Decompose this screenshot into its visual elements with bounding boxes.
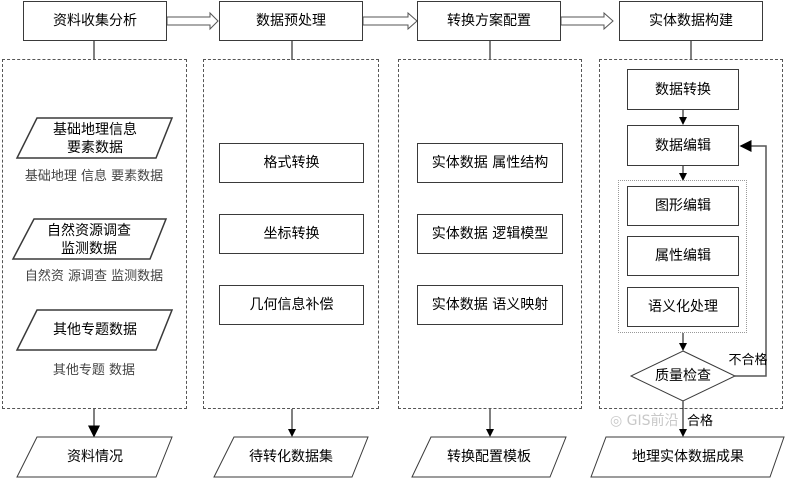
input-data-lines-1: 基础地理 信息 要素数据: [14, 168, 174, 186]
step-label: 属性编辑: [655, 248, 711, 264]
label-line: 基础地理 信息: [24, 169, 107, 184]
hollow-arrow-1: [166, 11, 219, 31]
output-shape-2: [213, 436, 369, 478]
label-line: 要素数据: [111, 169, 164, 184]
output-shape-3: [411, 436, 567, 478]
stage-title: 转换方案配置: [447, 13, 531, 29]
output-shape-1: [16, 436, 173, 478]
step-label: 实体数据 逻辑模型: [431, 226, 549, 242]
stage-title: 资料收集分析: [53, 13, 137, 29]
step-label: 数据转换: [655, 81, 711, 98]
quality-check-label: 质量检查: [655, 368, 711, 384]
hollow-arrow-2: [362, 11, 418, 31]
step-label: 实体数据 语义映射: [431, 297, 549, 313]
fail-loop-arrow: [735, 140, 767, 377]
output-label-2: 待转化数据集: [249, 449, 333, 465]
wechat-icon: ◎: [610, 413, 623, 429]
step-label: 坐标转换: [263, 226, 320, 242]
input-data-lines-3: 其他专题 数据: [14, 362, 174, 380]
config-step-1: 实体数据 属性结构: [417, 143, 563, 183]
step-label: 语义化处理: [648, 299, 718, 315]
stage-title: 实体数据构建: [649, 13, 733, 29]
step-label: 格式转换: [263, 155, 320, 171]
input-data-lines-2: 自然资 源调查 监测数据: [14, 268, 174, 286]
stage-title: 数据预处理: [256, 13, 326, 29]
config-step-2: 实体数据 逻辑模型: [417, 214, 563, 254]
input-data-label-2: 自然资源调查 监测数据: [47, 223, 131, 257]
preprocess-step-2: 坐标转换: [219, 214, 364, 254]
stage-panel-1: [2, 59, 187, 409]
fail-label: 不合格: [728, 353, 768, 368]
substep-attribute-edit: 属性编辑: [627, 236, 739, 276]
preprocess-step-1: 格式转换: [219, 143, 364, 183]
stage-header-1: 资料收集分析: [23, 1, 167, 41]
stage-panel-2: [203, 59, 379, 409]
input-data-shape-3: [15, 309, 174, 351]
hollow-arrow-3: [560, 11, 614, 31]
label-line: 监测数据: [111, 269, 164, 284]
stage-header-4: 实体数据构建: [619, 1, 763, 41]
output-label-3: 转换配置模板: [447, 449, 531, 465]
label-line: 自然资 源调查: [24, 269, 107, 284]
stage-panel-4: [599, 59, 783, 409]
label-line: 其他专题 数据: [52, 363, 136, 378]
quality-check-diamond: [629, 350, 737, 402]
watermark: ◎ GIS前沿: [610, 412, 679, 430]
build-step-convert: 数据转换: [627, 69, 739, 110]
input-data-label-3: 其他专题数据: [53, 322, 137, 338]
preprocess-step-3: 几何信息补偿: [219, 285, 364, 325]
stage-header-3: 转换方案配置: [417, 1, 561, 41]
edit-substeps-group: [618, 180, 747, 333]
output-shape-4: [590, 436, 785, 478]
output-label-4: 地理实体数据成果: [632, 449, 744, 465]
config-step-3: 实体数据 语义映射: [417, 285, 563, 325]
stage-panel-3: [398, 59, 582, 409]
step-label: 实体数据 属性结构: [431, 155, 549, 171]
step-label: 几何信息补偿: [249, 297, 334, 313]
watermark-text: GIS前沿: [626, 413, 679, 429]
build-step-edit: 数据编辑: [627, 125, 739, 166]
step-label: 数据编辑: [655, 137, 711, 154]
output-label-1: 资料情况: [67, 449, 123, 465]
substep-semantic-process: 语义化处理: [627, 287, 739, 327]
step-label: 图形编辑: [655, 198, 711, 214]
pass-label: 合格: [686, 414, 713, 429]
stage-header-2: 数据预处理: [219, 1, 363, 41]
input-data-label-1: 基础地理信息 要素数据: [53, 122, 137, 156]
input-data-shape-2: [11, 218, 168, 260]
substep-graphic-edit: 图形编辑: [627, 186, 739, 226]
input-data-shape-1: [15, 117, 174, 159]
